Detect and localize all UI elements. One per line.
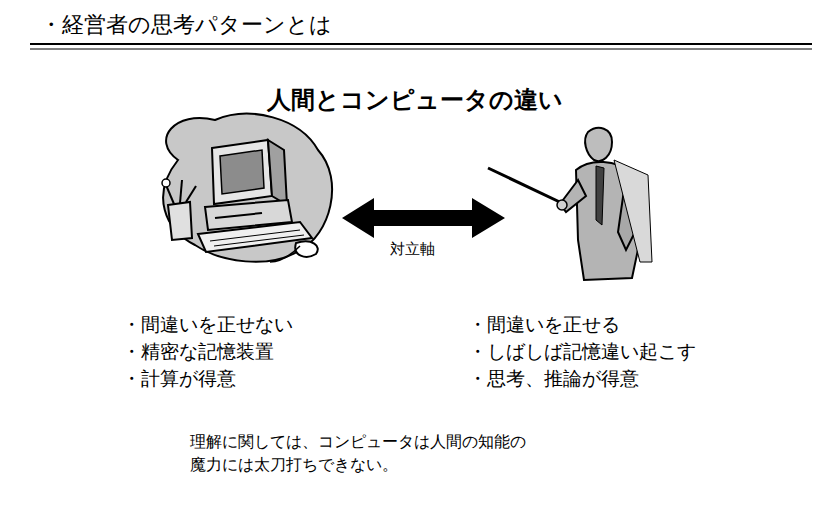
diagram-heading: 人間とコンピュータの違い [267, 84, 563, 116]
caption-line: 理解に関しては、コンピュータは人間の知能の [190, 430, 526, 453]
bullet-item: ・計算が得意 [122, 366, 236, 392]
computer-clipart [162, 114, 332, 262]
bullet-item: ・思考、推論が得意 [468, 366, 639, 392]
caption-line: 魔力には太刀打ちできない。 [190, 453, 526, 476]
bullet-item: ・間違いを正せる [468, 312, 620, 338]
bullet-item: ・しばしば記憶違い起こす [468, 339, 696, 365]
caption-note: 理解に関しては、コンピュータは人間の知能の 魔力には太刀打ちできない。 [190, 430, 526, 476]
presenter-figure [488, 128, 652, 280]
title-rule [30, 49, 812, 50]
bullet-item: ・間違いを正せない [122, 312, 293, 338]
title-rule [30, 43, 812, 45]
axis-label: 対立軸 [388, 240, 437, 259]
double-arrow [342, 198, 505, 238]
page-title: ・経営者の思考パターンとは [40, 10, 332, 40]
bullet-item: ・精密な記憶装置 [122, 339, 274, 365]
